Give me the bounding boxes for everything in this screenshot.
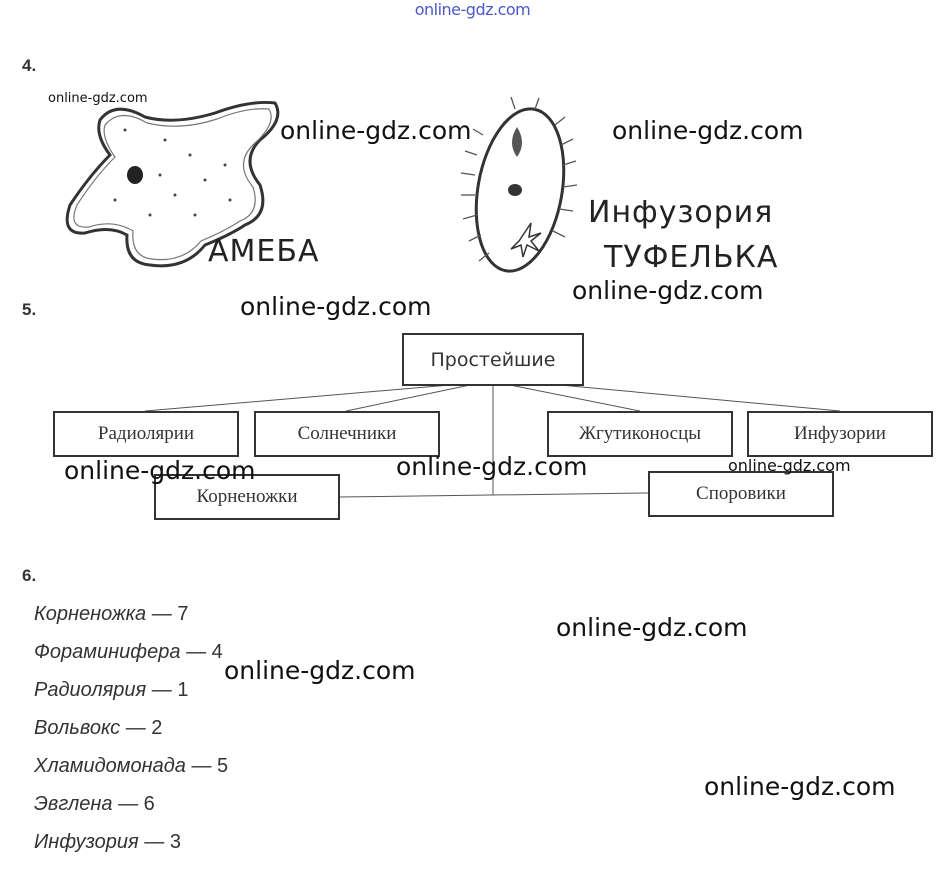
task-6-number: 6. [22, 566, 37, 585]
amoeba-granules [113, 128, 232, 217]
answer-name: Хламидомонада [34, 755, 186, 777]
watermark-text: online-gdz.com [224, 656, 416, 685]
answer-name: Фораминифера [34, 641, 181, 663]
amoeba-label: АМЕБА [208, 234, 320, 269]
diagram-node: Радиолярии [53, 411, 239, 457]
watermark-text: online-gdz.com [612, 116, 804, 145]
answer-item: Хламидомонада — 5 [34, 755, 229, 777]
answer-number: 5 [217, 755, 229, 777]
answer-number: 1 [177, 679, 189, 701]
answer-number: 2 [151, 717, 163, 739]
answer-name: Корненожка [34, 603, 147, 625]
answer-item: Эвглена — 6 [34, 793, 155, 815]
site-header[interactable]: online-gdz.com [414, 0, 531, 19]
task-4-number: 4. [22, 56, 37, 75]
answer-number: 7 [177, 603, 189, 625]
watermark-text: online-gdz.com [556, 613, 748, 642]
watermark-text: online-gdz.com [240, 292, 432, 321]
diagram-node: Инфузории [747, 411, 933, 457]
answer-item: Фораминифера — 4 [34, 641, 223, 663]
watermark-text: online-gdz.com [64, 456, 256, 485]
watermark-text: online-gdz.com [396, 452, 588, 481]
paramecium-nucleus [508, 184, 522, 196]
paramecium-label-line1: Инфузория [588, 195, 774, 230]
watermark-text: online-gdz.com [280, 116, 472, 145]
diagram-root-node: Простейшие [402, 333, 584, 386]
paramecium-body [474, 107, 566, 273]
answer-item: Вольвокс — 2 [34, 717, 163, 739]
amoeba-outline-inner [73, 108, 272, 261]
amoeba-drawing [65, 101, 280, 268]
answer-number: 3 [169, 831, 181, 853]
watermark-text: online-gdz.com [728, 456, 851, 475]
answer-name: Радиолярия [34, 679, 147, 701]
diagram-node: Жгутиконосцы [547, 411, 733, 457]
diagram-node: Корненожки [154, 474, 340, 520]
amoeba-nucleus [127, 166, 143, 184]
paramecium-vacuole [512, 127, 522, 157]
amoeba-outline [65, 101, 280, 268]
task-5-number: 5. [22, 300, 37, 319]
watermark-text: online-gdz.com [572, 276, 764, 305]
paramecium-star-vacuole [510, 222, 542, 258]
watermark-text: online-gdz.com [48, 91, 148, 106]
diagram-node: Солнечники [254, 411, 440, 457]
watermark-text: online-gdz.com [704, 772, 896, 801]
paramecium-drawing [460, 96, 578, 273]
paramecium-cilia [460, 96, 578, 262]
answer-name: Вольвокс [34, 717, 121, 739]
answer-name: Инфузория [34, 831, 139, 853]
diagram-node: Споровики [648, 471, 834, 517]
answer-item: Инфузория — 3 [34, 831, 181, 853]
answer-number: 4 [211, 641, 223, 663]
answer-number: 6 [143, 793, 155, 815]
answer-item: Радиолярия — 1 [34, 679, 189, 701]
answer-name: Эвглена [34, 793, 113, 815]
paramecium-label-line2: ТУФЕЛЬКА [604, 240, 779, 275]
answer-item: Корненожка — 7 [34, 603, 189, 625]
